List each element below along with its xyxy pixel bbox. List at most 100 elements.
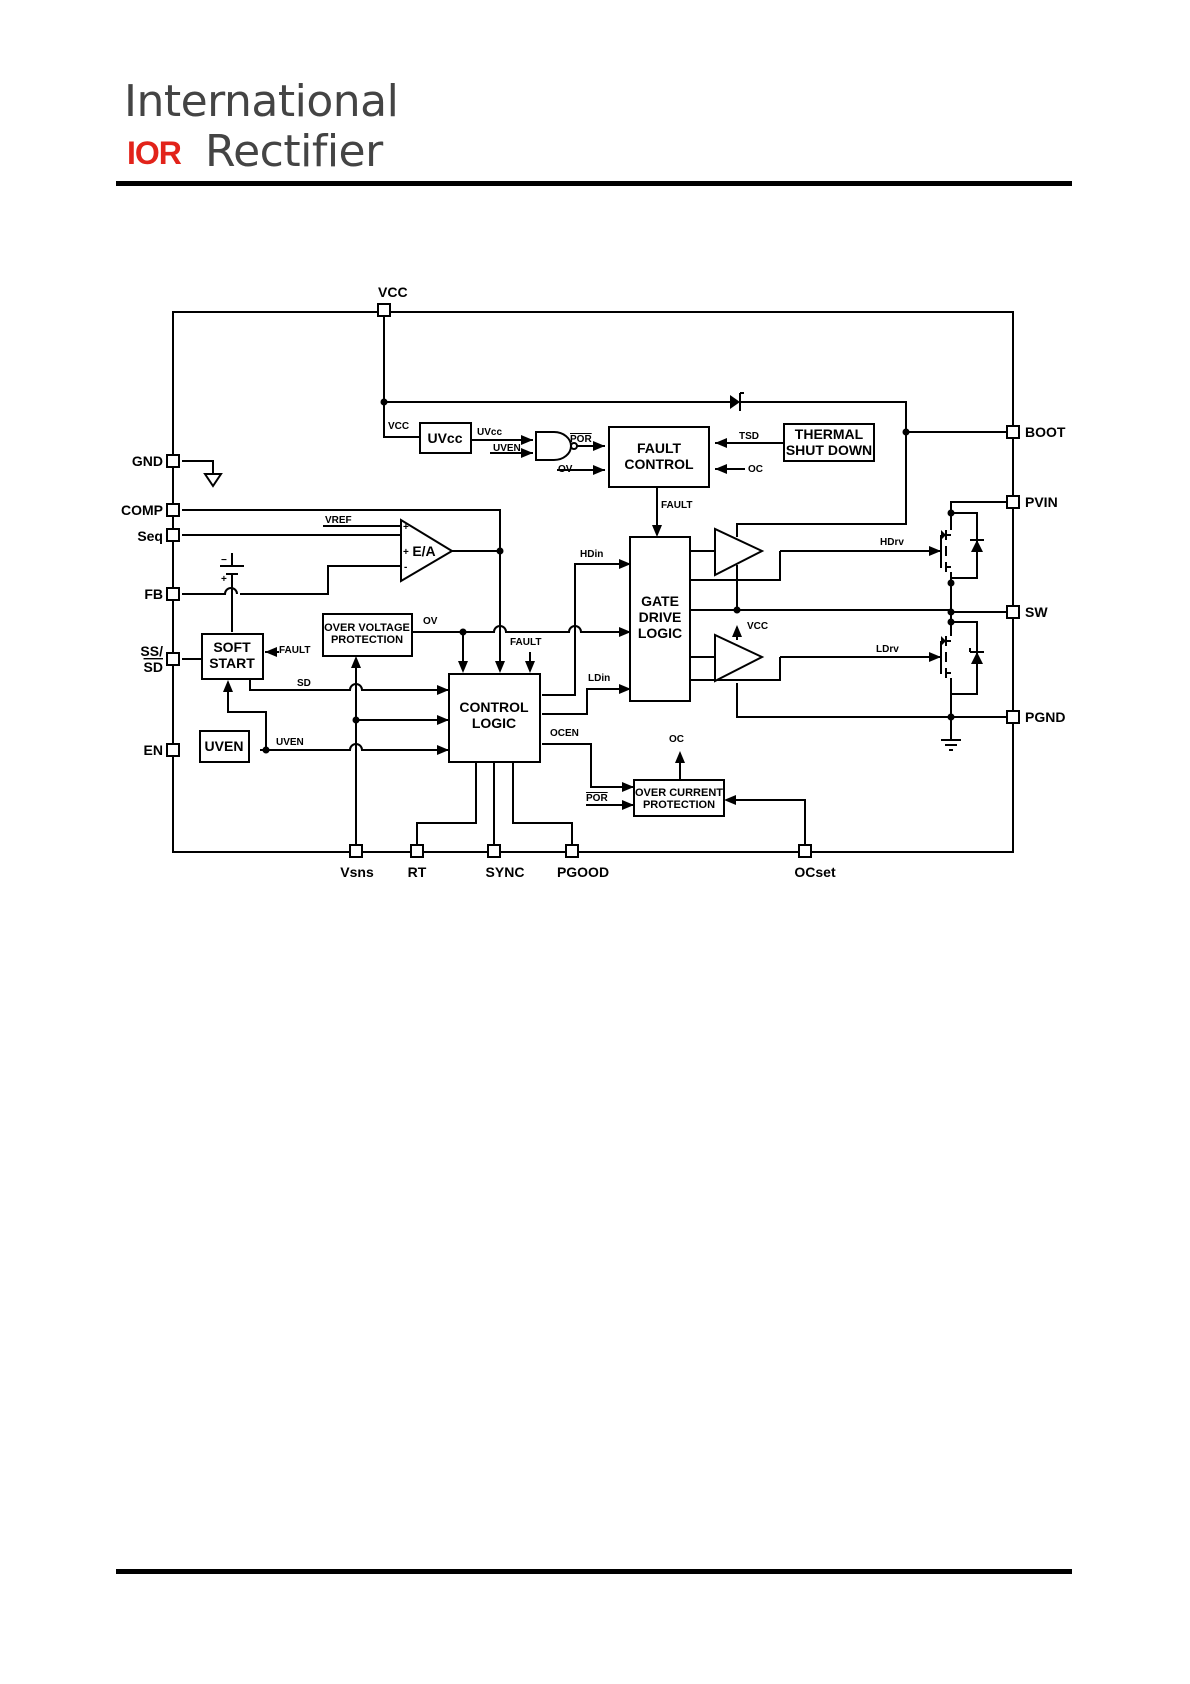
sig-hdrv: HDrv xyxy=(880,537,904,548)
pad-sync xyxy=(487,844,501,858)
arrow-sd xyxy=(437,685,449,695)
footer-rule xyxy=(116,1569,1072,1574)
boot-diode xyxy=(730,395,740,409)
arrow-ls-body xyxy=(941,636,946,646)
arrow-por-ocp xyxy=(622,800,634,810)
nand-bubble xyxy=(570,442,578,450)
soft-start-label-2: START xyxy=(209,655,255,671)
gate-drive-logic-block xyxy=(629,536,691,702)
pad-comp xyxy=(166,503,180,517)
arrow-vsns-cl xyxy=(437,715,449,725)
wire-boot-diode-out xyxy=(740,401,907,432)
soft-start-block xyxy=(201,633,264,680)
wire-ov xyxy=(412,625,631,633)
wire-ocen xyxy=(542,743,634,788)
pad-pgnd xyxy=(1006,710,1020,724)
arrow-uven-ss xyxy=(223,680,233,692)
pad-en xyxy=(166,743,180,757)
pad-pgood xyxy=(565,844,579,858)
sig-bat-plus: + xyxy=(221,574,227,585)
pad-vcc xyxy=(377,303,391,317)
sig-ov: OV xyxy=(423,616,438,627)
sig-ocen: OCEN xyxy=(550,728,579,739)
wire-uven xyxy=(260,743,449,751)
junction-ea-out xyxy=(496,547,504,555)
sig-fault-cl: FAULT xyxy=(510,637,541,648)
logo-ior-mark: IOR xyxy=(127,135,182,171)
arrow-fault-cl xyxy=(525,661,535,673)
pad-gnd xyxy=(166,454,180,468)
ocp-label-2: PROTECTION xyxy=(643,799,715,811)
arrow-ocen xyxy=(622,782,634,792)
ovp-label-2: PROTECTION xyxy=(331,634,403,646)
hs-diode-icon xyxy=(971,540,983,552)
arrow-ldrv xyxy=(929,652,941,662)
pin-label-pgood: PGOOD xyxy=(557,864,609,880)
wire-ldrv-pgnd xyxy=(736,683,951,718)
wire-boot-hdriver xyxy=(736,432,907,537)
ls-diode-bar xyxy=(969,648,984,653)
logo-international: International xyxy=(124,76,399,127)
battery-icon xyxy=(220,565,244,575)
sig-plus-2: + xyxy=(403,547,409,558)
hs-body-diode-wire xyxy=(951,512,978,579)
wire-ocset xyxy=(730,799,806,851)
pin-label-comp: COMP xyxy=(121,502,163,518)
gnd-ground-icon xyxy=(203,473,223,488)
sig-oc-out: OC xyxy=(669,734,684,745)
arrow-uven xyxy=(521,448,533,458)
pin-label-pgnd: PGND xyxy=(1025,709,1065,725)
arrow-por xyxy=(593,441,605,451)
pin-label-vsns: Vsns xyxy=(340,864,374,880)
arrow-hs-body xyxy=(941,530,946,540)
pin-label-en: EN xyxy=(144,742,163,758)
wire-ea-minus xyxy=(240,565,400,595)
pin-label-fb: FB xyxy=(144,586,163,602)
ic-outline xyxy=(172,311,1014,853)
sig-uven-gate: UVEN xyxy=(493,443,521,454)
arrow-fault-gdl xyxy=(652,525,662,537)
wire-hdrv-return xyxy=(690,551,781,581)
header-rule xyxy=(116,181,1072,186)
arrow-comp-cl xyxy=(495,661,505,673)
junction-vcc xyxy=(380,398,388,406)
error-amplifier-icon xyxy=(400,518,454,583)
junction-sw-drv xyxy=(733,606,741,614)
wire-hdin xyxy=(542,563,631,696)
sig-uvcc: UVcc xyxy=(477,427,502,438)
thermal-label-2: SHUT DOWN xyxy=(786,442,872,458)
arrow-fault-ss xyxy=(265,647,277,657)
pin-label-gnd: GND xyxy=(132,453,163,469)
pad-rt xyxy=(410,844,424,858)
pad-ss-sd xyxy=(166,652,180,666)
pin-label-sw: SW xyxy=(1025,604,1048,620)
uven-label: UVEN xyxy=(205,738,244,754)
sig-ov-fault: OV xyxy=(558,464,573,475)
ocp-block xyxy=(633,779,725,817)
pin-label-pvin: PVIN xyxy=(1025,494,1058,510)
junction-uven xyxy=(262,746,270,754)
control-logic-block xyxy=(448,673,541,763)
sig-tsd: TSD xyxy=(739,431,759,442)
ls-body-diode-wire xyxy=(951,621,978,695)
pin-label-ss: SS/ xyxy=(140,643,163,659)
arrow-hdrv xyxy=(929,546,941,556)
uven-block xyxy=(199,730,250,763)
arrow-oc-out xyxy=(675,751,685,763)
pgnd-ground-icon xyxy=(941,739,961,751)
logo-rectifier: Rectifier xyxy=(205,126,383,177)
gate-drive-label-2: DRIVE xyxy=(639,609,682,625)
gate-drive-label-3: LOGIC xyxy=(638,625,682,641)
wire-ldin xyxy=(542,688,631,715)
sig-oc-fault: OC xyxy=(748,464,763,475)
sig-ldin: LDin xyxy=(588,673,610,684)
wire-vcc-uvcc xyxy=(383,314,419,438)
sig-plus-1: + xyxy=(403,522,409,533)
thermal-shutdown-block xyxy=(783,423,875,462)
arrow-vcc-ldrv xyxy=(732,625,742,637)
sig-vcc-drv: VCC xyxy=(747,621,768,632)
pin-label-seq: Seq xyxy=(137,528,163,544)
sig-sd: SD xyxy=(297,678,311,689)
sig-vcc-in: VCC xyxy=(388,421,409,432)
